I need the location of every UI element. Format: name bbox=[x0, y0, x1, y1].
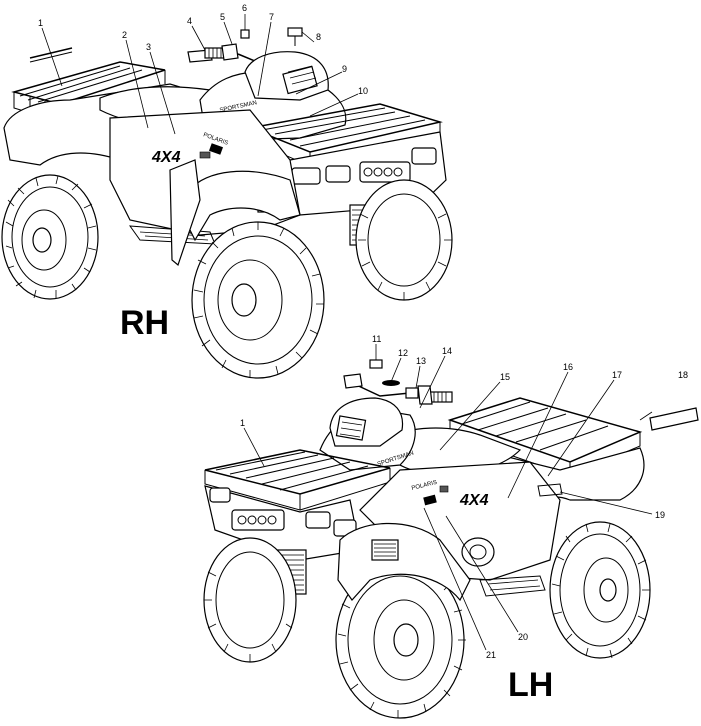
rh-callout-10: 10 bbox=[358, 86, 368, 96]
rh-front-grille-badge bbox=[359, 161, 411, 183]
rh-front-wheel-far bbox=[355, 179, 453, 301]
rh-view-label: RH bbox=[120, 304, 169, 342]
lh-engine-cover bbox=[461, 537, 495, 567]
lh-callout-15: 15 bbox=[500, 372, 510, 382]
lh-callout-20: 20 bbox=[518, 632, 528, 642]
lh-callout-11: 11 bbox=[372, 334, 381, 344]
lh-view-label: LH bbox=[508, 666, 553, 704]
lh-callout-1: 1 bbox=[240, 418, 245, 428]
lh-atv-drawing: 4X4 POLARIS SPORTSMAN bbox=[203, 359, 699, 719]
rh-callout-4: 4 bbox=[187, 16, 192, 26]
lh-front-fender bbox=[337, 522, 471, 602]
lh-callouts: 1 11 12 13 14 15 16 17 18 19 20 21 bbox=[240, 334, 688, 660]
rh-callout-7: 7 bbox=[269, 12, 274, 22]
rh-callout-8: 8 bbox=[316, 32, 321, 42]
rh-callout-1: 1 bbox=[38, 18, 43, 28]
lh-callout-19: 19 bbox=[655, 510, 665, 520]
lh-leader-lines bbox=[243, 344, 653, 651]
lh-front-wheel-far bbox=[203, 537, 297, 663]
lh-callout-18: 18 bbox=[678, 370, 688, 380]
lh-callout-16: 16 bbox=[563, 362, 573, 372]
lh-4x4-decal: 4X4 bbox=[459, 492, 489, 509]
lh-rear-wheel bbox=[549, 521, 651, 659]
lh-rear-rack bbox=[447, 397, 643, 477]
rh-front-fender bbox=[184, 170, 301, 242]
rh-front-wheel-near bbox=[191, 221, 325, 379]
rh-callout-9: 9 bbox=[342, 64, 347, 74]
lh-callout-13: 13 bbox=[416, 356, 426, 366]
lh-callout-17: 17 bbox=[612, 370, 622, 380]
rh-callout-2: 2 bbox=[122, 30, 127, 40]
rh-callout-3: 3 bbox=[146, 42, 151, 52]
lh-decal-18-part bbox=[649, 407, 699, 431]
rh-leader-lines bbox=[41, 14, 359, 135]
rh-callout-5: 5 bbox=[220, 12, 225, 22]
lh-callout-14: 14 bbox=[442, 346, 452, 356]
rh-rear-wheel bbox=[1, 174, 99, 300]
rh-atv-drawing: 4X4 POLARIS SPORTSMAN bbox=[1, 27, 453, 379]
rh-callout-6: 6 bbox=[242, 3, 247, 13]
lh-callout-21: 21 bbox=[486, 650, 496, 660]
lh-callout-12: 12 bbox=[398, 348, 408, 358]
lh-front-wheel-near bbox=[335, 561, 466, 719]
rh-callouts: 1 2 3 4 5 6 7 8 9 10 bbox=[38, 3, 368, 96]
rh-4x4-decal: 4X4 bbox=[151, 149, 181, 166]
